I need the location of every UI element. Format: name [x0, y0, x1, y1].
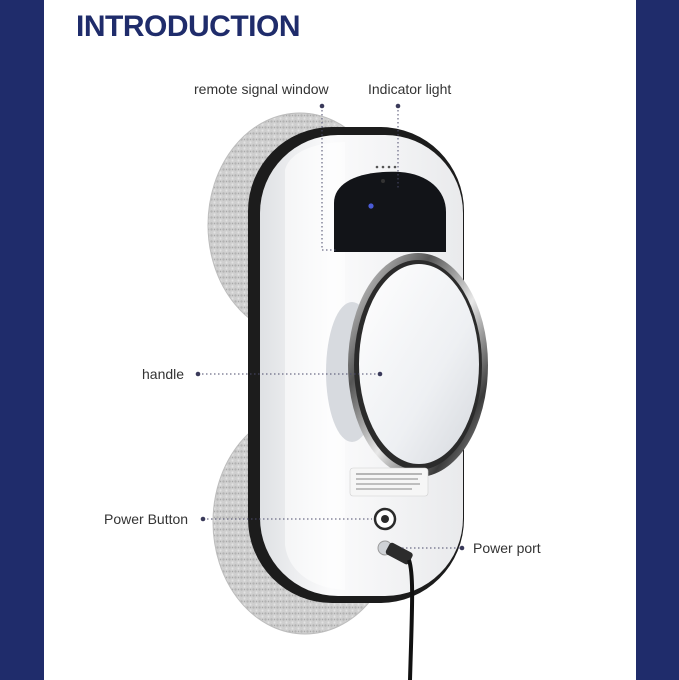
label-power-button: Power Button: [104, 511, 189, 527]
device-body-highlight: [285, 142, 345, 590]
right-border-bar: [636, 0, 679, 680]
signal-window-dot-icon: [368, 203, 374, 209]
callout-leaders: [195, 103, 465, 551]
label-handle: handle: [142, 366, 185, 382]
remote-signal-window: [334, 171, 446, 252]
left-border-bar: [0, 0, 44, 680]
label-remote-signal-window: remote signal window: [194, 81, 329, 97]
label-power-port: Power port: [473, 540, 541, 556]
indicator-light-dots: [375, 165, 397, 183]
power-port-connector: [377, 540, 415, 680]
handle-cap: [359, 264, 479, 464]
power-button-icon[interactable]: [373, 507, 397, 531]
label-indicator-light: Indicator light: [368, 81, 452, 97]
power-cable: [407, 559, 415, 680]
instruction-label: [349, 467, 429, 497]
page-title: INTRODUCTION: [76, 10, 300, 43]
